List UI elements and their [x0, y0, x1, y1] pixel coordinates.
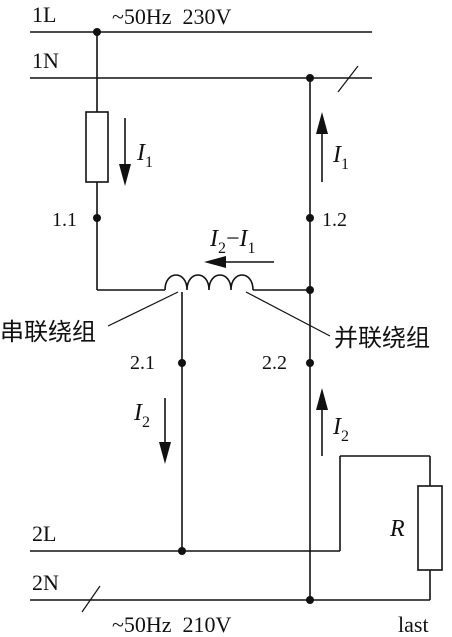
node-1l-junction	[93, 28, 101, 36]
diff-current-label: I2−I1	[209, 226, 256, 257]
node-1-1-label: 1.1	[52, 209, 77, 231]
i1-left-arrow-head	[119, 164, 131, 186]
output-spec: ~50Hz 210V	[112, 612, 232, 637]
node-2-2-label: 2.2	[262, 352, 287, 374]
transformer-coil	[164, 274, 254, 291]
output-neutral-label: 2N	[32, 570, 59, 595]
resistor-label: R	[389, 516, 405, 542]
i2-left-arrow-head	[159, 442, 171, 464]
load-resistor	[417, 485, 443, 571]
series-winding-label: 串联绕组	[0, 318, 96, 346]
supply-neutral-label: 1N	[32, 48, 59, 73]
i1-right-label: I1	[332, 142, 349, 173]
i1-right-arrow-head	[316, 112, 328, 134]
node-2-1-label: 2.1	[130, 352, 155, 374]
i1-left-label: I1	[136, 140, 153, 171]
parallel-winding-leader	[245, 291, 331, 337]
supply-line-label: 1L	[32, 2, 56, 27]
i2-left-label: I2	[133, 400, 150, 431]
node-1-1-dot	[93, 214, 101, 222]
output-line-label: 2L	[32, 521, 56, 546]
neutral-break-mark	[337, 65, 359, 93]
diff-arrow-head	[204, 256, 226, 268]
node-2-2-dot	[306, 359, 314, 367]
parallel-winding-label: 并联绕组	[334, 324, 430, 352]
node-2-1-dot	[178, 359, 186, 367]
supply-spec: ~50Hz 230V	[112, 4, 232, 29]
i2-right-label: I2	[332, 414, 349, 445]
load-tag: last	[398, 612, 429, 637]
output-break-mark	[81, 585, 101, 613]
node-1-2-label: 1.2	[322, 209, 347, 231]
node-1-2-dot	[306, 214, 314, 222]
series-winding-leader	[107, 291, 179, 327]
fuse-element	[85, 111, 109, 183]
i2-right-arrow-head	[316, 388, 328, 410]
node-1n-junction	[306, 74, 314, 82]
